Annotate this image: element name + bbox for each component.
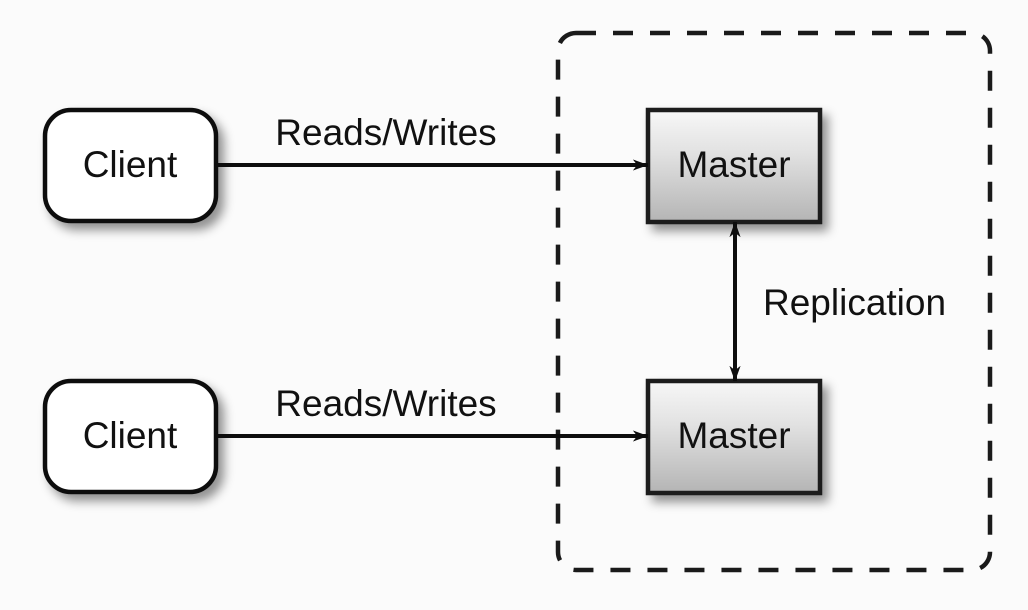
edge-master-replication: Replication (729, 221, 946, 382)
node-master-bottom[interactable]: Master (645, 378, 823, 496)
client-bottom-label: Client (83, 415, 178, 456)
client-top-label: Client (83, 144, 178, 185)
replication-cluster-boundary (555, 30, 993, 573)
master-bottom-shape (645, 378, 823, 496)
replication-label: Replication (763, 282, 946, 323)
master-bottom-label: Master (677, 415, 790, 456)
node-master-top[interactable]: Master (645, 107, 823, 225)
edge-client-bottom-to-master-bottom: Reads/Writes (216, 383, 649, 442)
node-client-top[interactable]: Client (42, 107, 219, 224)
reads-writes-bottom-label: Reads/Writes (275, 383, 496, 424)
master-top-label: Master (677, 144, 790, 185)
edge-client-top-to-master-top: Reads/Writes (216, 112, 649, 171)
reads-writes-top-label: Reads/Writes (275, 112, 496, 153)
node-client-bottom[interactable]: Client (42, 378, 219, 495)
